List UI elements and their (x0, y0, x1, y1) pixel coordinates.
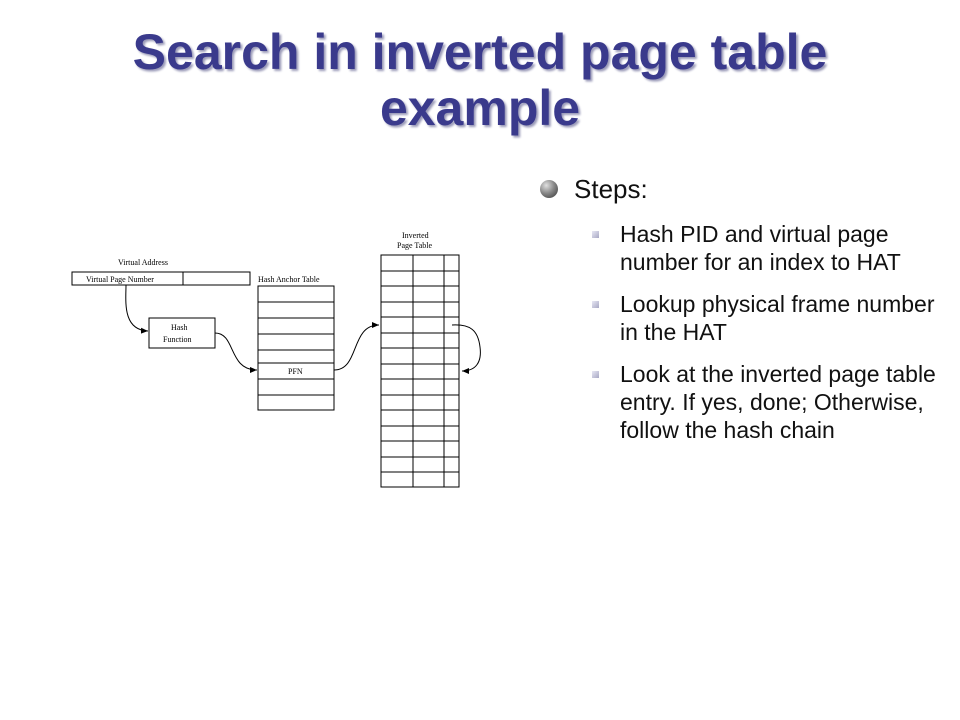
step-text: Lookup physical frame number in the HAT (620, 291, 935, 345)
hash-chain-arrow (451, 324, 481, 374)
hash-anchor-table-label: Hash Anchor Table (258, 275, 320, 284)
hash-function-box (148, 317, 216, 349)
bullet-square-icon (592, 371, 599, 378)
virtual-page-number-label: Virtual Page Number (86, 275, 154, 284)
inverted-label-line2: Page Table (397, 241, 433, 250)
steps-section: Steps: Hash PID and virtual page number … (540, 172, 940, 458)
bullet-sphere-icon (540, 180, 558, 198)
hash-function-line1: Hash (171, 323, 187, 332)
bullet-square-icon (592, 301, 599, 308)
step-item: Look at the inverted page table entry. I… (540, 360, 940, 444)
steps-list: Hash PID and virtual page number for an … (540, 220, 940, 444)
vpn-to-hash-arrow (125, 284, 149, 334)
slide-title-line1: Search in inverted page table (132, 24, 828, 80)
slide-title: Search in inverted page table example (0, 24, 960, 136)
step-item: Hash PID and virtual page number for an … (540, 220, 940, 276)
steps-heading-item: Steps: (540, 172, 940, 206)
slide-title-line2: example (379, 80, 581, 136)
inverted-label-line1: Inverted (402, 231, 429, 240)
hash-to-hat-arrow (214, 332, 258, 373)
virtual-address-label: Virtual Address (118, 258, 168, 267)
step-text: Look at the inverted page table entry. I… (620, 361, 936, 443)
hash-function-line2: Function (163, 335, 191, 344)
virtual-address-box (71, 271, 251, 286)
pfn-label: PFN (288, 367, 303, 376)
inverted-page-table (380, 254, 460, 488)
step-text: Hash PID and virtual page number for an … (620, 221, 901, 275)
hash-anchor-table (257, 285, 335, 411)
hat-to-ipt-arrow (333, 322, 380, 371)
step-item: Lookup physical frame number in the HAT (540, 290, 940, 346)
bullet-square-icon (592, 231, 599, 238)
steps-heading: Steps: (574, 174, 648, 204)
